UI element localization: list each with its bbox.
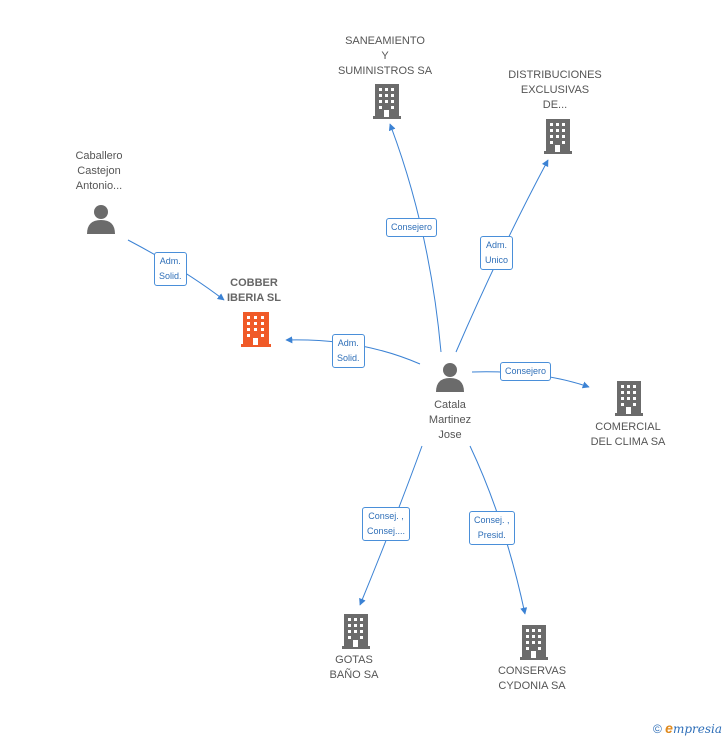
node-label-comercial[interactable]: COMERCIAL DEL CLIMA SA [578, 420, 678, 450]
edge-label-line: Solid. [337, 353, 360, 363]
edge-label-line: Presid. [477, 530, 506, 540]
node-label-line: Catala [434, 399, 466, 411]
copyright-icon: © [652, 722, 662, 736]
node-label-line: CONSERVAS [497, 665, 567, 677]
empresia-brand[interactable]: © empresia [653, 720, 722, 736]
node-label-catala[interactable]: Catala Martinez Jose [410, 398, 490, 443]
node-label-caballero[interactable]: Caballero Castejon Antonio... [54, 149, 144, 194]
node-label-line: COMERCIAL [595, 421, 661, 433]
brand-logo-text: mpresia [672, 722, 722, 736]
node-label-distribuciones[interactable]: DISTRIBUCIONES EXCLUSIVAS DE... [500, 68, 610, 113]
node-label-line: COBBER [230, 277, 278, 289]
node-label-line: EXCLUSIVAS [520, 84, 590, 96]
edge-label-adm-solid: Adm. Solid. [332, 334, 365, 368]
node-label-line: Castejon [77, 165, 121, 177]
building-icon-main [241, 312, 271, 347]
node-label-line: Martinez [428, 414, 472, 426]
edge-label-line: Consejero [391, 222, 433, 232]
edge-label-consej-consej: Consej. , Consej.... [362, 507, 411, 541]
edge-label-line: Consejero [505, 366, 547, 376]
edge-label-line: Unico [485, 255, 509, 265]
building-icon [342, 614, 370, 649]
edge-label-adm-solid: Adm. Solid. [154, 252, 187, 286]
building-icon [615, 381, 643, 416]
node-label-line: CYDONIA SA [498, 680, 566, 692]
building-icon [544, 119, 572, 154]
person-icon [436, 363, 464, 392]
edge-label-line: Solid. [159, 271, 182, 281]
edge-label-consejero: Consejero [500, 362, 552, 381]
node-label-line: BAÑO SA [329, 669, 379, 681]
node-label-line: SUMINISTROS SA [337, 65, 433, 77]
edge-label-line: Consej. , [368, 511, 404, 521]
person-icon [87, 205, 115, 234]
brand-logo-e: e [665, 720, 673, 736]
edge-label-line: Adm. [337, 338, 359, 348]
node-label-line: DISTRIBUCIONES [508, 69, 602, 81]
node-label-line: Antonio... [75, 180, 123, 192]
node-label-line: DEL CLIMA SA [590, 436, 666, 448]
node-label-line: Jose [438, 429, 462, 441]
node-label-line: Caballero [75, 150, 123, 162]
node-label-line: Y [381, 50, 389, 62]
node-label-line: IBERIA SL [227, 292, 281, 304]
node-label-gotas[interactable]: GOTAS BAÑO SA [314, 653, 394, 683]
node-label-cobber[interactable]: COBBER IBERIA SL [206, 276, 302, 306]
node-label-line: GOTAS [335, 654, 373, 666]
node-label-line: SANEAMIENTO [345, 35, 425, 47]
edge-label-line: Adm. [159, 256, 181, 266]
building-icon [373, 84, 401, 119]
edge-label-adm-unico: Adm. Unico [480, 236, 514, 270]
node-label-saneamiento[interactable]: SANEAMIENTO Y SUMINISTROS SA [330, 34, 440, 79]
edge-label-line: Adm. [486, 240, 508, 250]
node-label-conservas[interactable]: CONSERVAS CYDONIA SA [482, 664, 582, 694]
edge-label-consejero: Consejero [386, 218, 438, 237]
building-icon [520, 625, 548, 660]
edge-label-line: Consej.... [367, 526, 406, 536]
node-label-line: DE... [542, 99, 568, 111]
edge-label-consej-presid: Consej. , Presid. [469, 511, 515, 545]
edge-catala-saneamiento [388, 123, 442, 353]
edge-label-line: Consej. , [474, 515, 510, 525]
